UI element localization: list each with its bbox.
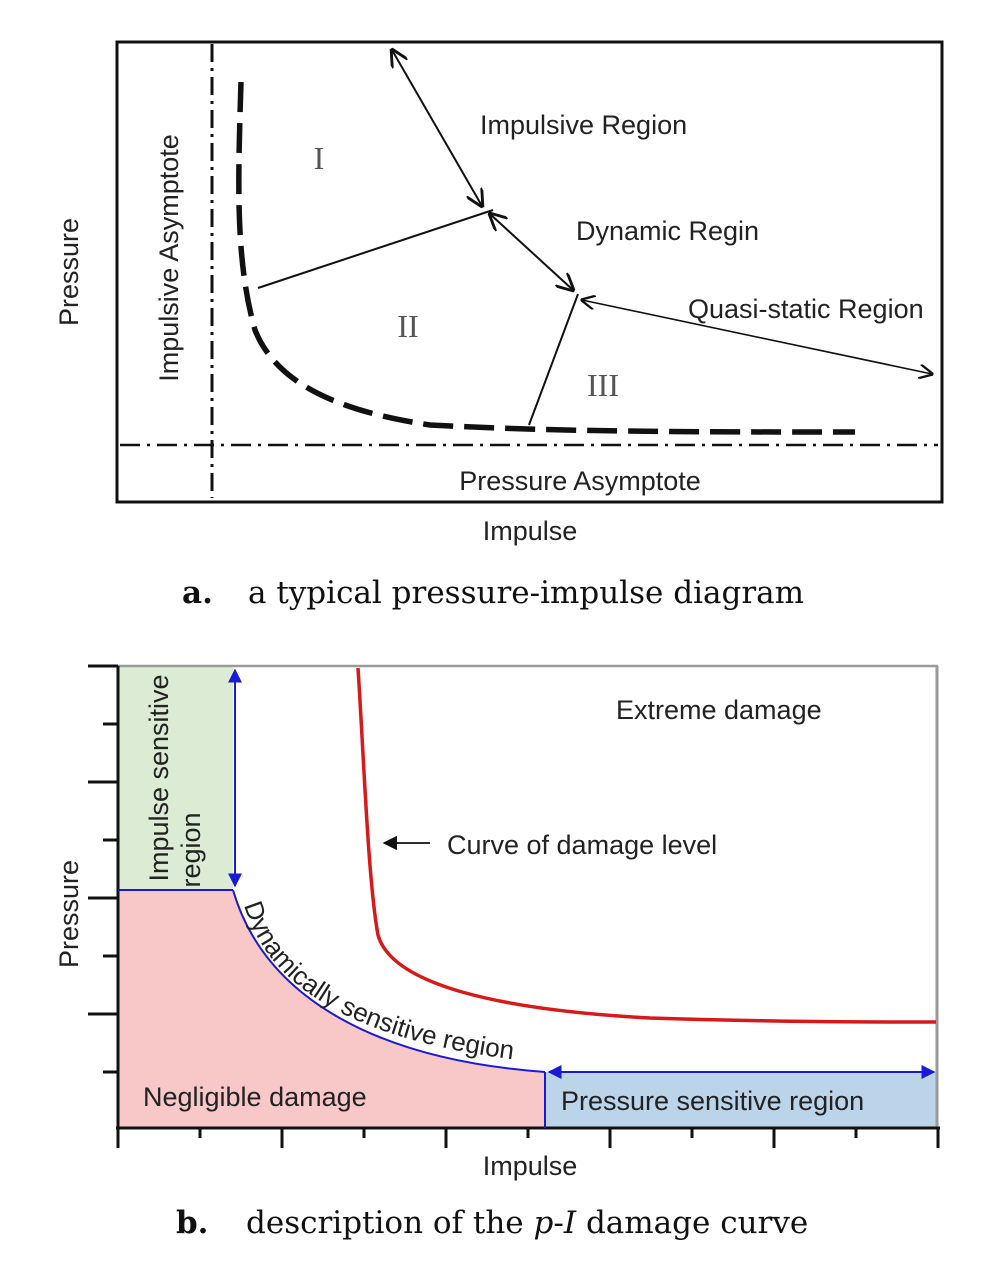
region-three-numeral: III: [587, 367, 619, 403]
caption-i: I: [563, 1205, 577, 1241]
impulsive-region-arrow: [392, 50, 482, 206]
caption-dash: -: [553, 1205, 563, 1241]
region-one-numeral: I: [314, 140, 325, 176]
dynamic-region-label: Dynamic Regin: [576, 216, 759, 246]
figure-a: Impulsive Region Dynamic Regin Quasi-sta…: [54, 40, 944, 611]
figure-b-x-axis-label: Impulse: [483, 1151, 578, 1181]
figure-b-y-ticks: [88, 664, 118, 1074]
figure-b-x-ticks: [116, 1128, 940, 1148]
impulse-sensitive-region: [118, 666, 233, 890]
impulsive-asymptote-label: Impulsive Asymptote: [154, 134, 184, 382]
caption-pre: description of the: [246, 1205, 534, 1241]
pressure-asymptote-label: Pressure Asymptote: [459, 466, 701, 496]
dynamic-region-boundary: [232, 889, 546, 1073]
damage-level-curve: [356, 667, 937, 1024]
caption-p: p: [534, 1205, 554, 1241]
figure-b-caption: description of the p-I damage curve: [246, 1205, 808, 1241]
pressure-sensitive-label: Pressure sensitive region: [561, 1086, 864, 1116]
figure-a-caption-letter: a.: [182, 575, 213, 611]
quasi-static-region-label: Quasi-static Region: [688, 294, 924, 324]
negligible-damage-region: [118, 890, 545, 1128]
caption-post: damage curve: [576, 1205, 808, 1241]
region-two-numeral: II: [397, 308, 418, 344]
impulsive-region-label: Impulsive Region: [480, 110, 687, 140]
figure-a-caption: a typical pressure-impulse diagram: [248, 575, 804, 611]
dynamic-region-arrow: [490, 214, 573, 290]
quasi-static-region-arrow: [582, 300, 932, 374]
pressure-sensitive-region: [545, 1072, 937, 1128]
pi-curve: [236, 81, 856, 435]
impulse-sensitive-label-line2: region: [176, 812, 206, 887]
figure-b-y-axis-label: Pressure: [54, 860, 84, 968]
figure-a-x-axis-label: Impulse: [483, 516, 578, 546]
impulse-sensitive-label-line1: Impulse sensitive: [144, 674, 174, 881]
boundary-line-2: [528, 293, 579, 426]
figure-b: Extreme damage Curve of damage level Imp…: [54, 664, 940, 1241]
extreme-damage-label: Extreme damage: [616, 695, 822, 725]
boundary-line-1: [257, 209, 494, 289]
negligible-damage-label: Negligible damage: [143, 1082, 367, 1112]
figure-a-y-axis-label: Pressure: [54, 218, 84, 326]
curve-of-damage-label: Curve of damage level: [447, 830, 717, 860]
figure-b-caption-letter: b.: [176, 1205, 208, 1241]
